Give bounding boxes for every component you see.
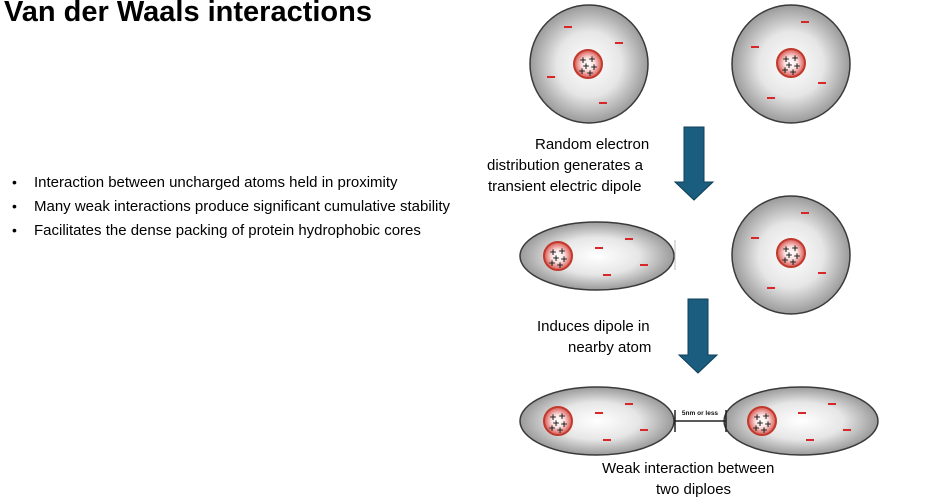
nucleus (573, 49, 603, 79)
bullet-list: Interaction between uncharged atoms held… (12, 173, 482, 245)
positive-charge: + (752, 424, 760, 434)
caption-step3-line1: Weak interaction between (602, 460, 775, 477)
bullet-item: Facilitates the dense packing of protein… (12, 221, 482, 240)
positive-charge: + (548, 259, 556, 269)
negative-charge (767, 97, 775, 99)
negative-charge (801, 212, 809, 214)
caption-step1-line2: distribution generates a (487, 157, 643, 174)
positive-charge: + (756, 419, 764, 429)
positive-charge: + (785, 61, 793, 71)
negative-charge (603, 439, 611, 441)
positive-charge: + (552, 254, 560, 264)
positive-charge: + (762, 412, 770, 422)
caption-step2-line1: Induces dipole in (537, 318, 650, 335)
positive-charge: + (556, 426, 564, 436)
positive-charge: + (785, 251, 793, 261)
positive-charge: + (552, 419, 560, 429)
positive-charge: + (549, 248, 557, 258)
positive-charge: + (588, 55, 596, 65)
arrow-down-icon (673, 126, 715, 201)
negative-charge (801, 21, 809, 23)
positive-charge: + (793, 62, 801, 72)
positive-charge: + (753, 413, 761, 423)
positive-charge: + (560, 420, 568, 430)
distance-label: 5nm or less (682, 410, 719, 417)
positive-charge: + (556, 261, 564, 271)
negative-charge (798, 412, 806, 414)
positive-charge: + (560, 255, 568, 265)
atom-mid-right: ++++++ (731, 195, 851, 315)
bullet-item: Many weak interactions produce significa… (12, 197, 482, 216)
negative-charge (818, 82, 826, 84)
atom-bottom-right: ++++++ (723, 386, 879, 456)
bullet-item: Interaction between uncharged atoms held… (12, 173, 482, 192)
negative-charge (615, 42, 623, 44)
positive-charge: + (590, 63, 598, 73)
negative-charge (595, 412, 603, 414)
negative-charge (767, 287, 775, 289)
negative-charge (818, 272, 826, 274)
negative-charge (625, 238, 633, 240)
negative-charge (599, 102, 607, 104)
positive-charge: + (789, 258, 797, 268)
negative-charge (640, 429, 648, 431)
positive-charge: + (789, 68, 797, 78)
positive-charge: + (764, 420, 772, 430)
slide-title: Van der Waals interactions (4, 0, 372, 28)
negative-charge (603, 274, 611, 276)
atom-mid-left: ++++++ (519, 221, 675, 291)
positive-charge: + (558, 412, 566, 422)
caption-step1-line1: Random electron (535, 136, 650, 153)
positive-charge: + (791, 54, 799, 64)
atom-bottom-left: ++++++ (519, 386, 675, 456)
negative-charge (625, 403, 633, 405)
positive-charge: + (781, 256, 789, 266)
positive-charge: + (549, 413, 557, 423)
negative-charge (751, 237, 759, 239)
arrow-down-icon (677, 298, 719, 374)
negative-charge (806, 439, 814, 441)
negative-charge (547, 76, 555, 78)
caption-step3-line2: two diploes (656, 481, 732, 498)
positive-charge: + (579, 56, 587, 66)
negative-charge (595, 247, 603, 249)
caption-step1-line3: transient electric dipole (488, 178, 642, 195)
positive-charge: + (578, 67, 586, 77)
positive-charge: + (791, 244, 799, 254)
positive-charge: + (548, 424, 556, 434)
positive-charge: + (760, 426, 768, 436)
negative-charge (564, 26, 572, 28)
positive-charge: + (558, 247, 566, 257)
nucleus (543, 406, 573, 436)
negative-charge (828, 403, 836, 405)
nucleus (747, 406, 777, 436)
positive-charge: + (782, 55, 790, 65)
atom-top-left: ++++++ (529, 4, 649, 124)
nucleus (543, 241, 573, 271)
positive-charge: + (782, 245, 790, 255)
negative-charge (843, 429, 851, 431)
negative-charge (640, 264, 648, 266)
positive-charge: + (793, 252, 801, 262)
nucleus (776, 238, 806, 268)
nucleus (776, 48, 806, 78)
positive-charge: + (582, 62, 590, 72)
caption-step2-line2: nearby atom (568, 339, 652, 356)
positive-charge: + (586, 69, 594, 79)
positive-charge: + (781, 66, 789, 76)
electron-cloud (519, 386, 675, 456)
negative-charge (751, 46, 759, 48)
electron-cloud (519, 221, 675, 291)
atom-top-right: ++++++ (731, 4, 851, 124)
